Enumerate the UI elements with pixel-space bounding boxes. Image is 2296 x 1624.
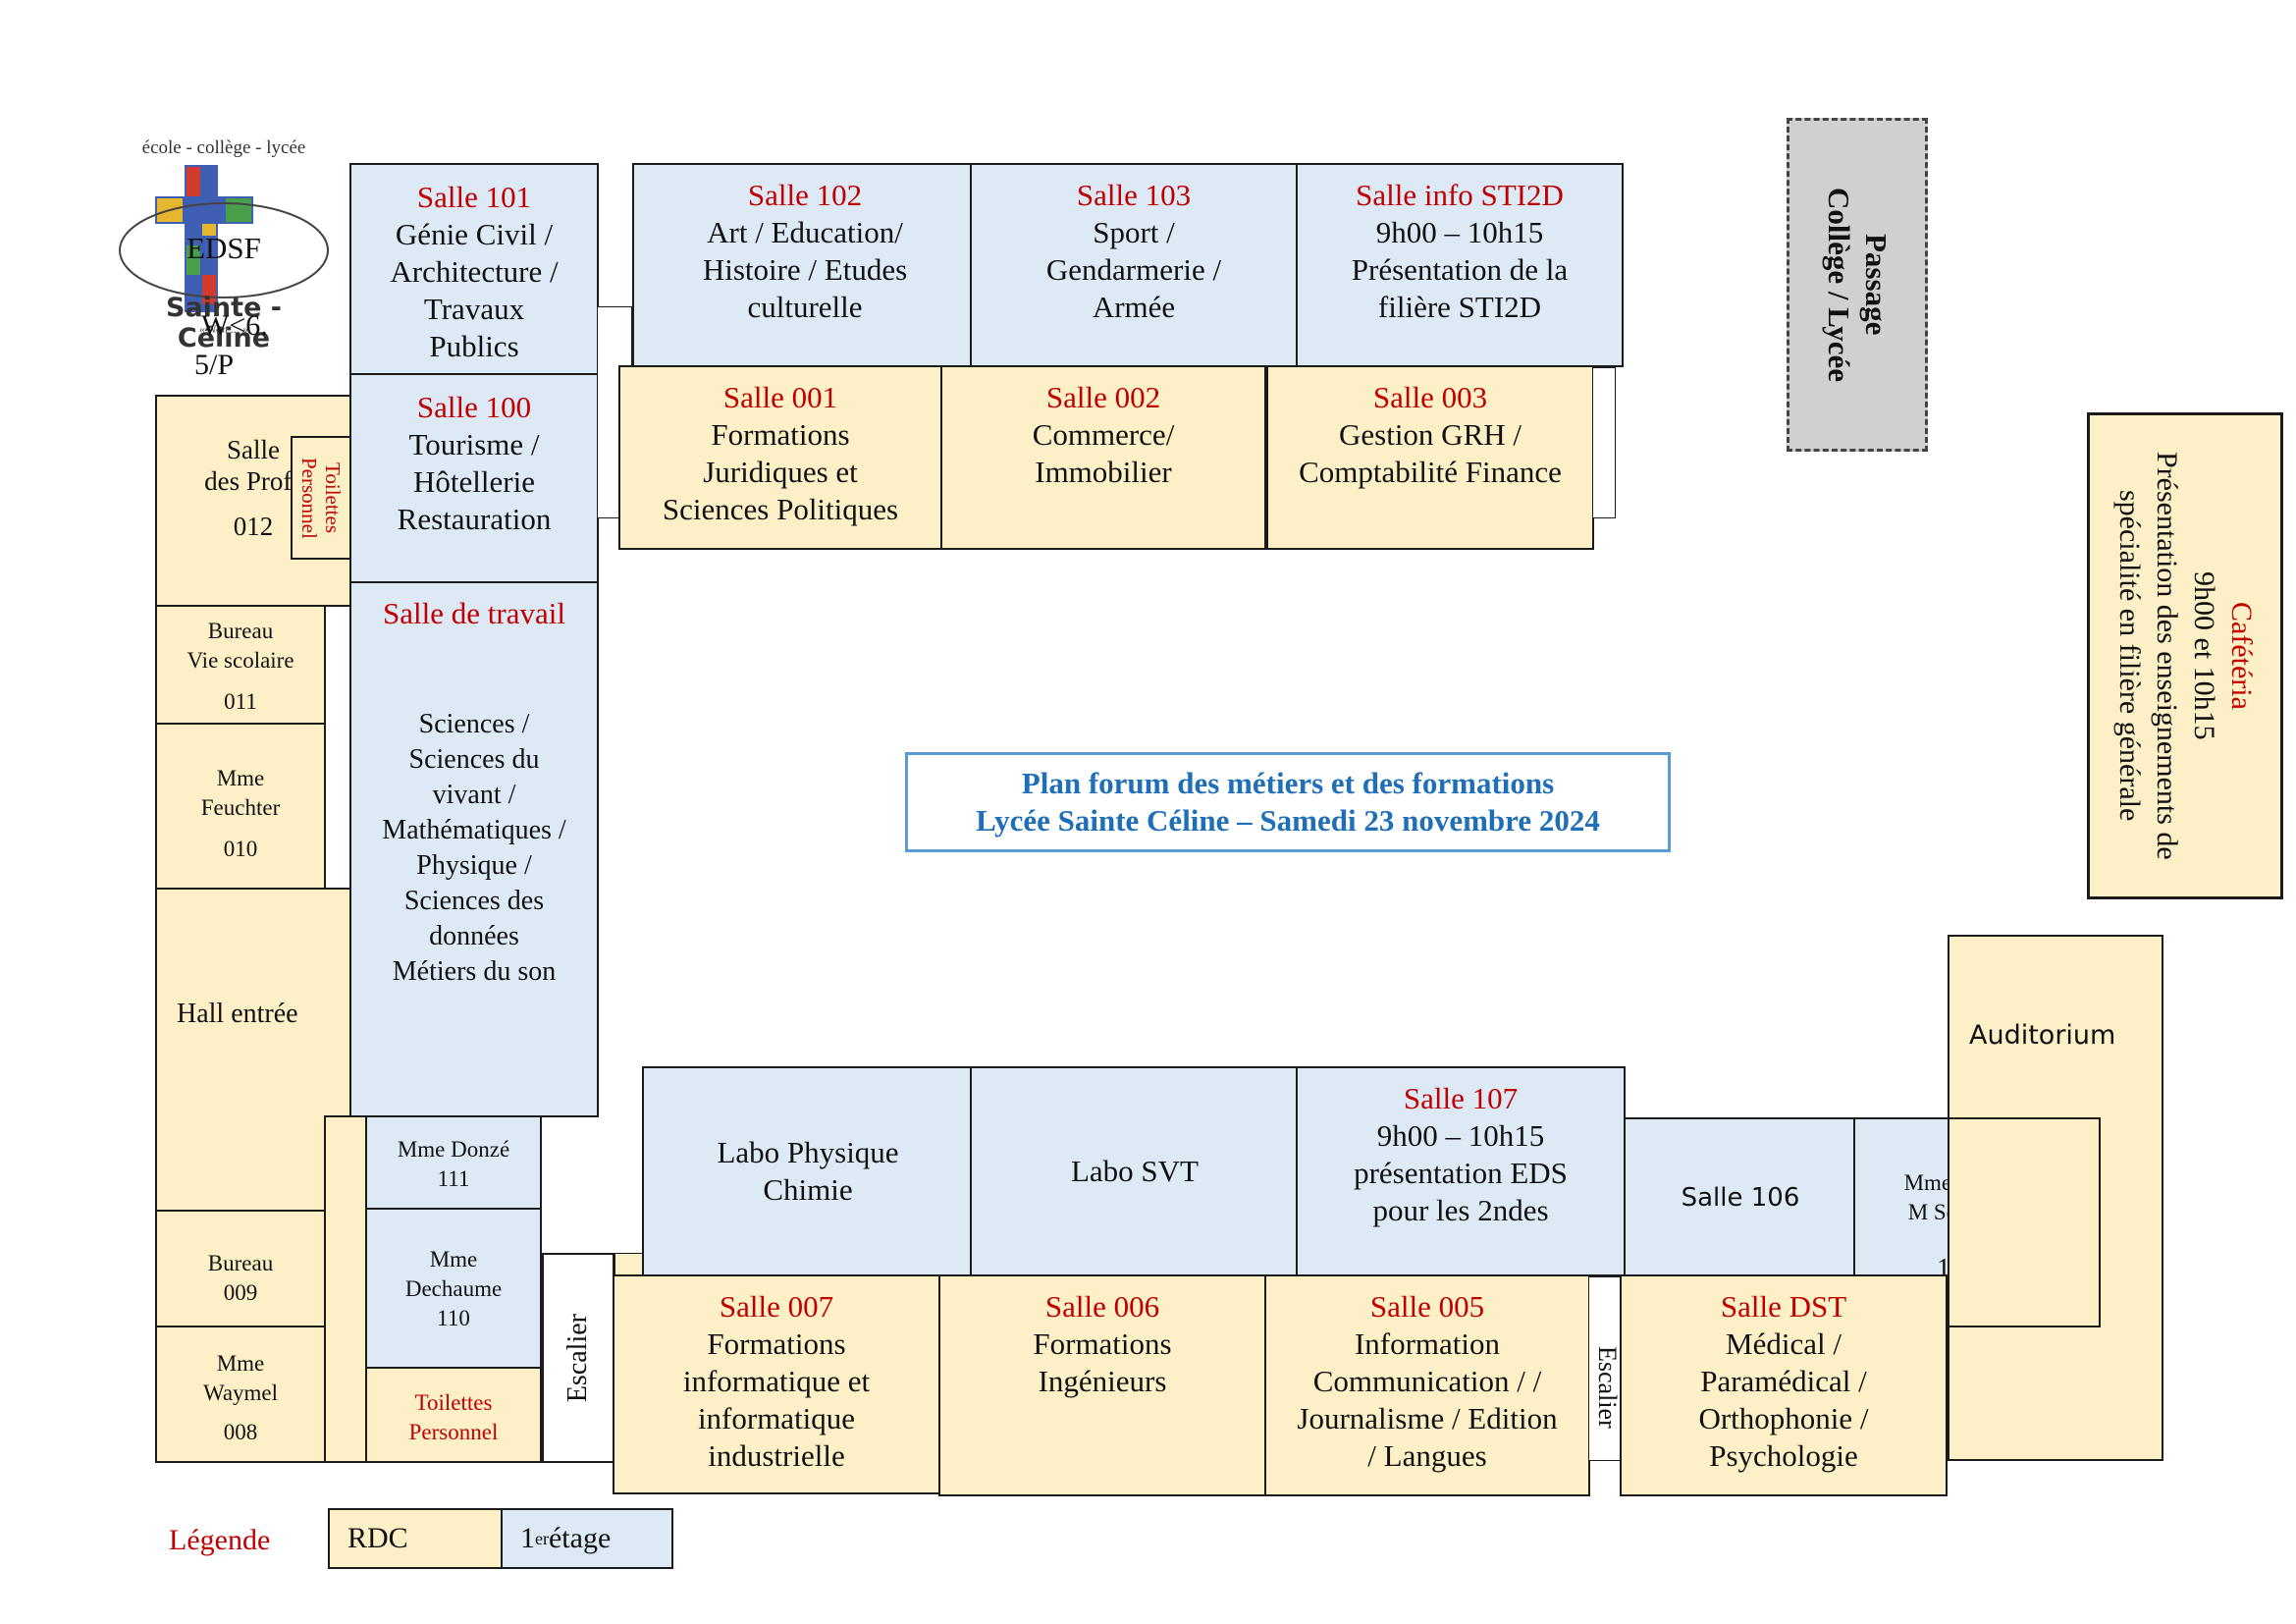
- plan-title-line-1: Plan forum des métiers et des formations: [1021, 766, 1555, 800]
- room-title: Salle 002: [1045, 380, 1161, 414]
- room-mme-donze: Mme Donzé 111: [365, 1115, 542, 1210]
- room-title: Salle de travail: [383, 596, 565, 630]
- passage-college-lycee: Passage Collège / Lycée: [1787, 118, 1928, 452]
- logo-initials: EDSF: [187, 231, 261, 265]
- room-105-outline: [1853, 1117, 2101, 1327]
- plan-title: Plan forum des métiers et des formations…: [905, 752, 1671, 852]
- logo-arc-text: école - collège - lycée: [141, 137, 306, 158]
- logo-motto: « Non ... »: [198, 322, 248, 336]
- room-bureau-vie-scolaire: Bureau Vie scolaire 011: [155, 605, 326, 725]
- legend-label: Légende: [169, 1524, 271, 1556]
- room-cafeteria: Cafétéria 9h00 et 10h15 Présentation des…: [2087, 412, 2283, 899]
- room-number: 111: [437, 1166, 470, 1191]
- room-bureau-009: Bureau 009: [155, 1210, 326, 1327]
- room-number: 008: [223, 1420, 258, 1444]
- room-title: Salle 007: [719, 1289, 834, 1324]
- stairs-escalier: Escalier: [542, 1253, 614, 1463]
- room-salle-003: Salle 003 Gestion GRH / Comptabilité Fin…: [1266, 365, 1594, 550]
- room-salle-de-travail: Salle de travail Sciences / Sciences du …: [349, 581, 599, 1117]
- room-salle-102: Salle 102 Art / Education/ Histoire / Et…: [632, 163, 978, 367]
- room-labo-svt: Labo SVT: [970, 1066, 1300, 1276]
- room-salle-dst: Salle DST Médical / Paramédical / Orthop…: [1620, 1274, 1948, 1496]
- room-number: 012: [233, 512, 274, 541]
- logo-code-2: 5/P: [194, 349, 235, 381]
- room-salle-006: Salle 006 Formations Ingénieurs: [938, 1274, 1266, 1496]
- corridor-top-right: [1592, 367, 1616, 518]
- logo-name: Sainte - Céline: [166, 293, 282, 353]
- room-salle-103: Salle 103 Sport / Gendarmerie / Armée: [970, 163, 1298, 367]
- room-title: Salle 107: [1403, 1081, 1519, 1115]
- room-salle-106: Salle 106: [1624, 1117, 1857, 1278]
- room-title: Salle 003: [1372, 380, 1488, 414]
- logo-code: W<6.: [201, 309, 268, 342]
- room-title: Salle 005: [1369, 1289, 1485, 1324]
- room-salle-002: Salle 002 Commerce/ Immobilier: [940, 365, 1266, 550]
- room-title: Salle 100: [416, 390, 532, 424]
- room-title: Salle 101: [416, 180, 532, 214]
- room-title: Salle 103: [1076, 178, 1192, 212]
- room-title: Salle DST: [1720, 1289, 1847, 1324]
- room-salle-007: Salle 007 Formations informatique et inf…: [613, 1274, 940, 1494]
- room-title: Salle 102: [747, 178, 863, 212]
- room-salle-107: Salle 107 9h00 – 10h15 présentation EDS …: [1296, 1066, 1626, 1276]
- room-toilettes-personnel-bottom: Toilettes Personnel: [365, 1367, 542, 1463]
- room-toilettes-personnel-top: Toilettes Personnel: [291, 436, 351, 560]
- plan-title-line-2: Lycée Sainte Céline – Samedi 23 novembre…: [976, 803, 1600, 838]
- room-title: Cafétéria: [2225, 602, 2258, 710]
- room-title: Salle info STI2D: [1356, 178, 1564, 212]
- room-mme-dechaume: Mme Dechaume 110: [365, 1208, 542, 1369]
- room-title: Salle 006: [1044, 1289, 1160, 1324]
- room-mme-waymel: Mme Waymel 008: [155, 1326, 326, 1463]
- room-salle-005: Salle 005 Information Communication / / …: [1264, 1274, 1590, 1496]
- room-salle-100: Salle 100 Tourisme / Hôtellerie Restaura…: [349, 373, 599, 583]
- room-number: 009: [223, 1280, 258, 1305]
- corridor-left: [324, 1115, 367, 1463]
- room-mme-feuchter: Mme Feuchter 010: [155, 723, 326, 890]
- stairs-escalier-2: Escalier: [1588, 1276, 1622, 1461]
- school-logo: école - collège - lycée EDSF Sainte - Cé…: [116, 137, 332, 353]
- room-salle-101: Salle 101 Génie Civil / Architecture / T…: [349, 163, 599, 375]
- legend-rdc: RDC: [328, 1508, 503, 1569]
- room-labo-physique-chimie: Labo Physique Chimie: [642, 1066, 974, 1276]
- room-salle-001: Salle 001 Formations Juridiques et Scien…: [618, 365, 942, 550]
- room-number: 010: [223, 837, 258, 861]
- room-title: Salle 001: [722, 380, 838, 414]
- logo-cross-icon: [119, 165, 329, 312]
- room-auditorium: Auditorium: [1948, 935, 2163, 1461]
- room-number: 110: [437, 1306, 470, 1330]
- room-salle-info-sti2d: Salle info STI2D 9h00 – 10h15 Présentati…: [1296, 163, 1624, 367]
- room-number: 011: [224, 689, 257, 714]
